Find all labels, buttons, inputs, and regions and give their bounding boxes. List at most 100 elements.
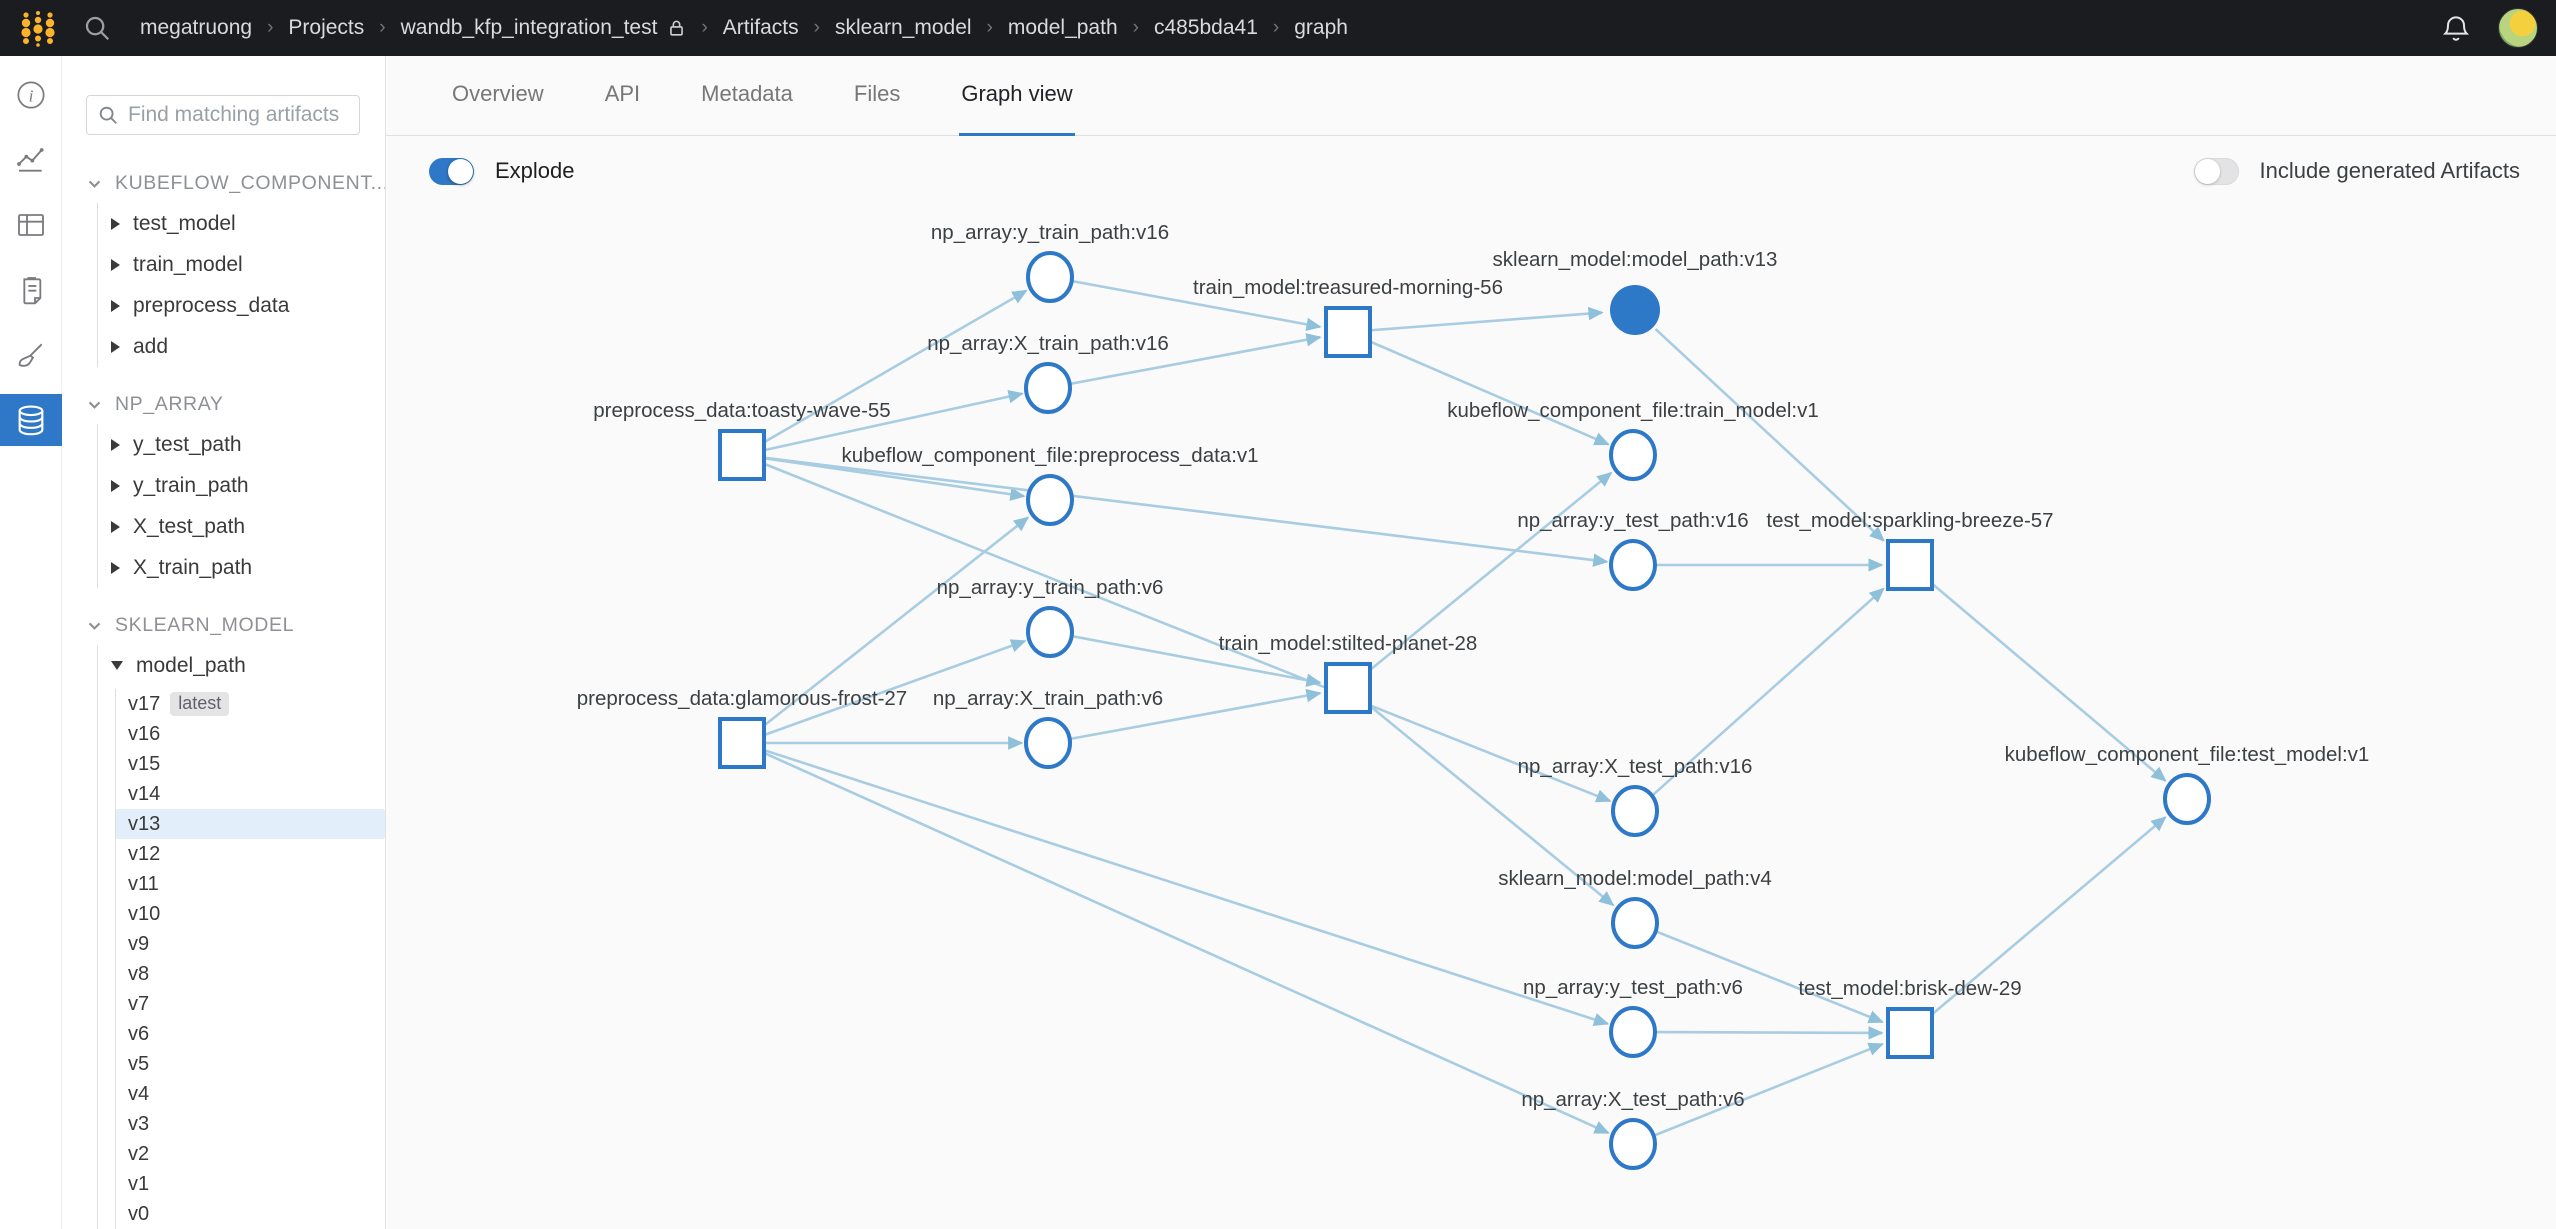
graph-node-shape[interactable] [1610,285,1660,335]
graph-node-kcfte[interactable]: kubeflow_component_file:test_model:v1 [2005,743,2370,825]
version-item-v16[interactable]: v16 [116,719,385,749]
version-item-v2[interactable]: v2 [116,1139,385,1169]
tree-section-header[interactable]: KUBEFLOW_COMPONENT... [86,163,385,203]
tab-overview[interactable]: Overview [452,81,544,106]
graph-node-xte16[interactable]: np_array:X_test_path:v16 [1518,755,1753,837]
sidebar-item-y_train_path[interactable]: y_train_path [98,465,385,506]
version-item-v13[interactable]: v13 [116,809,385,839]
graph-node-shape[interactable] [1324,662,1372,714]
sidebar-item-test_model[interactable]: test_model [98,203,385,244]
graph-node-label[interactable]: preprocess_data:glamorous-frost-27 [577,687,907,710]
graph-node-yte6[interactable]: np_array:y_test_path:v6 [1523,976,1743,1058]
version-item-v6[interactable]: v6 [116,1019,385,1049]
graph-node-label[interactable]: np_array:X_test_path:v16 [1518,755,1753,778]
graph-node-label[interactable]: np_array:X_train_path:v16 [927,332,1169,355]
breadcrumb-item[interactable]: Projects [288,16,365,39]
bell-icon[interactable] [2440,12,2472,44]
tab-graph-view[interactable]: Graph view [959,56,1075,136]
sidebar-item-X_test_path[interactable]: X_test_path [98,506,385,547]
version-item-v8[interactable]: v8 [116,959,385,989]
graph-node-shape[interactable] [2163,773,2211,825]
graph-node-yte16[interactable]: np_array:y_test_path:v16 [1517,509,1749,591]
graph-node-label[interactable]: np_array:y_train_path:v6 [937,576,1164,599]
version-item-v5[interactable]: v5 [116,1049,385,1079]
graph-node-shape[interactable] [1026,474,1074,526]
graph-node-label[interactable]: np_array:y_train_path:v16 [931,221,1169,244]
graph-node-shape[interactable] [1609,1006,1657,1058]
graph-node-label[interactable]: kubeflow_component_file:test_model:v1 [2005,743,2370,766]
graph-node-prep27[interactable]: preprocess_data:glamorous-frost-27 [577,687,907,769]
graph-node-tr56[interactable]: train_model:treasured-morning-56 [1193,276,1503,358]
version-item-v11[interactable]: v11 [116,869,385,899]
graph-node-shape[interactable] [718,717,766,769]
graph-node-shape[interactable] [1611,785,1659,837]
graph-node-te57[interactable]: test_model:sparkling-breeze-57 [1766,509,2054,591]
version-item-v9[interactable]: v9 [116,929,385,959]
version-item-v4[interactable]: v4 [116,1079,385,1109]
version-item-v15[interactable]: v15 [116,749,385,779]
rail-item-overview[interactable]: i [0,69,62,121]
graph-node-label[interactable]: train_model:treasured-morning-56 [1193,276,1503,299]
graph-node-label[interactable]: np_array:X_train_path:v6 [933,687,1163,710]
explode-toggle[interactable] [429,157,474,185]
graph-node-shape[interactable] [1609,539,1657,591]
version-item-v12[interactable]: v12 [116,839,385,869]
graph-node-label[interactable]: kubeflow_component_file:preprocess_data:… [841,444,1258,467]
graph-node-shape[interactable] [1886,1007,1934,1059]
graph-node-shape[interactable] [1611,897,1659,949]
graph-node-shape[interactable] [718,429,766,481]
graph-node-shape[interactable] [1609,1118,1657,1170]
search-icon[interactable] [82,13,112,43]
version-item-v7[interactable]: v7 [116,989,385,1019]
tree-section-header[interactable]: NP_ARRAY [86,384,385,424]
graph-node-shape[interactable] [1024,717,1072,769]
avatar[interactable] [2498,8,2538,48]
graph-node-shape[interactable] [1026,251,1074,303]
graph-node-skl4[interactable]: sklearn_model:model_path:v4 [1498,867,1772,949]
breadcrumb-item[interactable]: megatruong [140,16,253,39]
graph-node-ytr16[interactable]: np_array:y_train_path:v16 [931,221,1169,303]
graph-node-shape[interactable] [1886,539,1934,591]
breadcrumb-item[interactable]: model_path [1007,16,1118,39]
graph-node-label[interactable]: np_array:y_test_path:v16 [1517,509,1748,532]
graph-node-skl13[interactable]: sklearn_model:model_path:v13 [1493,248,1778,335]
graph-node-kcfp[interactable]: kubeflow_component_file:preprocess_data:… [841,444,1259,526]
graph-node-tr28[interactable]: train_model:stilted-planet-28 [1219,632,1478,714]
graph-node-label[interactable]: test_model:brisk-dew-29 [1798,977,2021,1000]
sidebar-item-preprocess_data[interactable]: preprocess_data [98,285,385,326]
rail-item-tables[interactable] [0,199,62,251]
graph-node-label[interactable]: kubeflow_component_file:train_model:v1 [1447,399,1819,422]
graph-node-shape[interactable] [1324,306,1372,358]
sidebar-item-X_train_path[interactable]: X_train_path [98,547,385,588]
graph-node-ytr6[interactable]: np_array:y_train_path:v6 [937,576,1164,658]
sidebar-item-y_test_path[interactable]: y_test_path [98,424,385,465]
rail-item-artifacts[interactable] [0,394,62,446]
graph-node-xtr16[interactable]: np_array:X_train_path:v16 [927,332,1169,414]
graph-node-label[interactable]: sklearn_model:model_path:v4 [1498,867,1772,890]
graph-node-prep55[interactable]: preprocess_data:toasty-wave-55 [593,399,891,481]
breadcrumb-item[interactable]: wandb_kfp_integration_test [400,16,658,39]
graph-node-label[interactable]: preprocess_data:toasty-wave-55 [593,399,890,422]
tab-api[interactable]: API [604,81,641,106]
rail-item-reports[interactable] [0,264,62,316]
breadcrumb-item[interactable]: Artifacts [722,16,799,39]
graph-node-label[interactable]: sklearn_model:model_path:v13 [1493,248,1778,271]
version-item-v14[interactable]: v14 [116,779,385,809]
graph-node-kcft[interactable]: kubeflow_component_file:train_model:v1 [1447,399,1819,481]
version-item-v1[interactable]: v1 [116,1169,385,1199]
version-item-v10[interactable]: v10 [116,899,385,929]
breadcrumb-item[interactable]: graph [1294,16,1348,39]
graph-node-shape[interactable] [1026,606,1074,658]
breadcrumb-item[interactable]: sklearn_model [834,16,972,39]
version-item-v3[interactable]: v3 [116,1109,385,1139]
tab-files[interactable]: Files [853,81,901,106]
wandb-logo-icon[interactable] [18,8,58,48]
sidebar-item-model_path[interactable]: model_path [98,645,385,686]
graph-node-label[interactable]: np_array:y_test_path:v6 [1523,976,1743,999]
graph-node-xtr6[interactable]: np_array:X_train_path:v6 [933,687,1163,769]
breadcrumb-item[interactable]: c485bda41 [1153,16,1258,39]
tree-section-header[interactable]: SKLEARN_MODEL [86,605,385,645]
artifact-search-box[interactable] [86,95,360,135]
version-item-v0[interactable]: v0 [116,1199,385,1229]
